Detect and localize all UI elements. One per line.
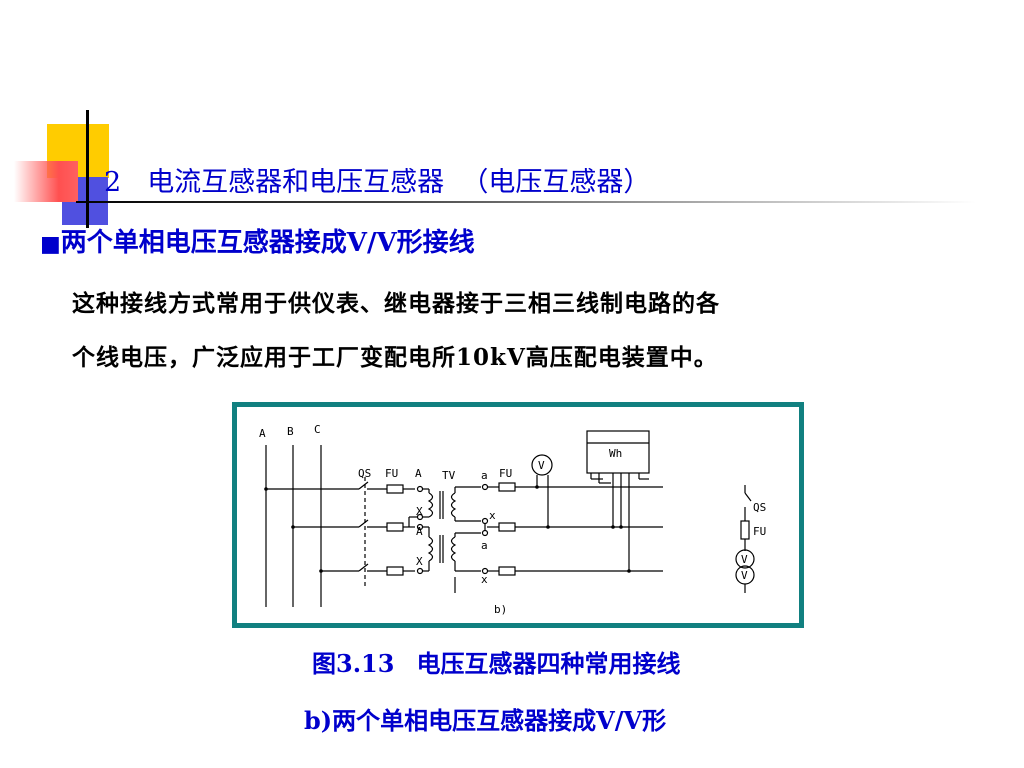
tv-label: TV — [442, 469, 456, 482]
primary-a2-label: A — [416, 525, 423, 538]
legend-v2-label: V — [741, 569, 748, 582]
secondary-fuse-top — [498, 482, 516, 492]
primary-fuse-c — [386, 566, 404, 576]
secondary-fuse-bottom — [498, 566, 516, 576]
primary-x-label: X — [416, 505, 423, 518]
figure-subcaption: b)两个单相电压互感器接成V/V形 — [304, 706, 667, 735]
decor-vertical-rule — [86, 110, 89, 228]
phase-label-b: B — [287, 425, 294, 438]
voltmeter-label: V — [538, 459, 545, 472]
figure-caption: 图3.13 电压互感器四种常用接线 — [312, 644, 680, 679]
qs-label: QS — [358, 467, 371, 480]
title-subtitle: （电压互感器） — [461, 167, 651, 198]
secondary-a2-label: a — [481, 539, 488, 552]
decor-red-gradient-bar — [14, 161, 78, 202]
legend-qs-label: QS — [753, 501, 766, 514]
secondary-a-label: a — [481, 469, 488, 482]
sub-label: b) — [494, 603, 507, 616]
paragraph-line-2: 个线电压，广泛应用于工厂变配电所10kV高压配电装置中。 — [72, 344, 718, 371]
secondary-fuse-mid — [498, 522, 516, 532]
voltmeter-icon — [531, 454, 553, 476]
title-number: 2 — [104, 167, 122, 198]
legend-fu-label: FU — [753, 525, 766, 538]
bullet-heading: ■两个单相电压互感器接成V/V形接线 — [40, 222, 475, 259]
legend-fuse — [740, 520, 750, 540]
title-underline — [76, 201, 976, 203]
figure-number: 图3.13 — [312, 649, 395, 678]
primary-fuse-a — [386, 484, 404, 494]
slide-title: 2 电流互感器和电压互感器 （电压互感器） — [104, 160, 650, 199]
paragraph-line-1: 这种接线方式常用于供仪表、继电器接于三相三线制电路的各 — [72, 290, 720, 317]
primary-a-label: A — [415, 467, 422, 480]
bullet-square-icon: ■ — [40, 231, 61, 257]
watt-hour-meter — [586, 430, 650, 474]
fu-label: FU — [385, 467, 398, 480]
figure-title: 电压互感器四种常用接线 — [416, 649, 681, 678]
phase-label-c: C — [314, 423, 321, 436]
vv-connection-diagram: A B C QS FU A TV X A X a x a x FU V Wh b… — [232, 402, 804, 628]
primary-x2-label: X — [416, 555, 423, 568]
circuit-schematic: A B C QS FU A TV X A X a x a x FU V Wh b… — [259, 423, 766, 616]
primary-fuse-b — [386, 522, 404, 532]
secondary-x2-label: x — [481, 573, 488, 586]
phase-label-a: A — [259, 427, 266, 440]
bullet-text: 两个单相电压互感器接成V/V形接线 — [60, 228, 475, 258]
wh-label: Wh — [609, 447, 622, 460]
secondary-x-label: x — [489, 509, 496, 522]
title-main: 电流互感器和电压互感器 — [147, 167, 445, 198]
secondary-fu-label: FU — [499, 467, 512, 480]
legend-v1-label: V — [741, 553, 748, 566]
